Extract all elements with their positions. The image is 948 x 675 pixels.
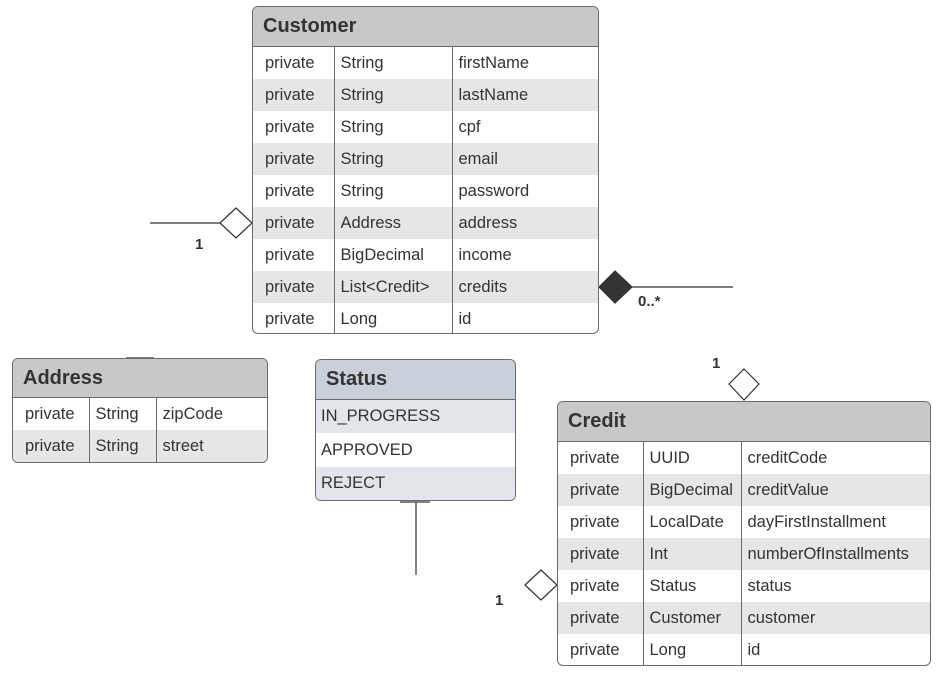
field-type: Customer	[642, 602, 741, 634]
customer-credit-composition	[598, 270, 760, 401]
multiplicity-customer-credits: 0..*	[638, 293, 661, 310]
field-visibility: private	[570, 640, 620, 659]
field-visibility: private	[558, 538, 643, 570]
field-type: Long	[333, 303, 452, 333]
field-type: Int	[642, 538, 741, 570]
field-type: String	[333, 143, 452, 175]
field-visibility: private	[253, 79, 334, 111]
field-type: List<Credit>	[333, 271, 452, 303]
field-name: password	[451, 175, 598, 207]
field-name: address	[451, 207, 598, 239]
field-visibility: private	[265, 245, 315, 264]
field-visibility: private	[253, 207, 334, 239]
enum-title: Status	[316, 360, 515, 400]
field-type: String	[333, 47, 452, 79]
field-visibility: private	[13, 430, 89, 462]
field-visibility: private	[265, 117, 315, 136]
field-type: UUID	[642, 442, 741, 474]
field-type: Status	[642, 570, 741, 602]
field-type: Address	[333, 207, 452, 239]
class-title: Customer	[253, 7, 598, 47]
field-type: BigDecimal	[642, 474, 741, 506]
field-name: numberOfInstallments	[740, 538, 930, 570]
status-credit-association	[400, 501, 558, 601]
field-visibility: private	[265, 181, 315, 200]
field-name: creditValue	[740, 474, 930, 506]
field-type: String	[88, 430, 156, 462]
field-visibility: private	[570, 512, 620, 531]
field-name: status	[740, 570, 930, 602]
field-visibility: private	[265, 309, 315, 328]
enum-value[interactable]: IN_PROGRESS	[316, 400, 515, 433]
enum-value[interactable]: APPROVED	[321, 440, 413, 459]
customer-address-aggregation	[126, 207, 253, 359]
field-type: String	[333, 111, 452, 143]
field-type: BigDecimal	[333, 239, 452, 271]
field-type: Long	[642, 634, 741, 665]
field-type: String	[88, 398, 156, 430]
field-name: lastName	[451, 79, 598, 111]
field-name: creditCode	[740, 442, 930, 474]
field-name: zipCode	[155, 398, 267, 430]
field-name: customer	[740, 602, 930, 634]
class-title: Credit	[558, 402, 930, 442]
field-name: street	[155, 430, 267, 462]
field-visibility: private	[558, 474, 643, 506]
field-visibility: private	[253, 143, 334, 175]
field-visibility: private	[265, 53, 315, 72]
field-visibility: private	[570, 448, 620, 467]
field-name: income	[451, 239, 598, 271]
enum-value[interactable]: REJECT	[316, 467, 515, 500]
field-name: cpf	[451, 111, 598, 143]
field-name: id	[740, 634, 930, 665]
field-visibility: private	[558, 602, 643, 634]
aggregation-diamond	[524, 569, 558, 601]
status-enum[interactable]: Status IN_PROGRESS APPROVED REJECT	[315, 359, 516, 501]
field-name: email	[451, 143, 598, 175]
field-name: dayFirstInstallment	[740, 506, 930, 538]
composition-diamond	[598, 270, 633, 304]
field-type: LocalDate	[642, 506, 741, 538]
class-title: Address	[13, 359, 267, 398]
field-type: String	[333, 175, 452, 207]
field-visibility: private	[570, 576, 620, 595]
aggregation-diamond	[219, 207, 253, 239]
multiplicity-credit-status: 1	[495, 592, 504, 609]
multiplicity-credit-customer: 1	[712, 355, 721, 372]
field-name: firstName	[451, 47, 598, 79]
field-name: id	[451, 303, 598, 333]
field-name: credits	[451, 271, 598, 303]
field-type: String	[333, 79, 452, 111]
field-visibility: private	[25, 404, 75, 423]
field-visibility: private	[253, 271, 334, 303]
multiplicity-customer-address: 1	[195, 236, 204, 253]
aggregation-diamond	[728, 368, 760, 401]
